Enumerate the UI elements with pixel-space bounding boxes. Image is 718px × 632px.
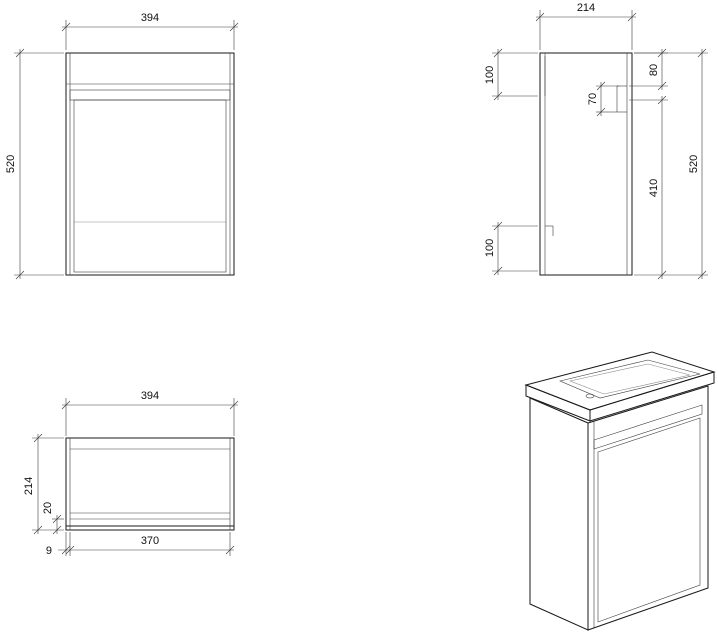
side-depth-label: 214 [577, 2, 595, 14]
plan-view: 394 214 20 9 370 [23, 390, 239, 557]
side-mid-tick-top [657, 95, 667, 105]
front-width-tick-right [229, 22, 239, 32]
cabinet-handle-slot [593, 404, 703, 450]
side-small-gap-label: 70 [587, 93, 599, 105]
side-height-tick-top [697, 48, 707, 58]
side-top-offset-tick-top [493, 48, 503, 58]
front-height-tick-bottom [15, 270, 25, 280]
front-height-label: 520 [5, 155, 17, 173]
plan-side-tick-right [65, 545, 75, 555]
plan-edge-label: 20 [42, 502, 54, 514]
front-view: 394 520 [5, 12, 239, 280]
plan-width-label: 394 [141, 390, 159, 402]
side-bottom-offset-tick-top [493, 221, 503, 231]
basin-left-edge [525, 384, 591, 422]
side-small-gap-tick-top [596, 81, 606, 91]
front-height-tick-top [15, 48, 25, 58]
plan-width-tick-right [229, 400, 239, 410]
cabinet-door [597, 417, 701, 623]
side-height-label: 520 [688, 155, 700, 173]
front-width-label: 394 [141, 12, 159, 24]
front-cabinet-outline [65, 52, 235, 276]
cabinet-side-panel [529, 397, 589, 631]
side-bottom-offset-label: 100 [484, 239, 496, 257]
basin-drain [585, 393, 595, 399]
side-mid-tick-bottom [657, 270, 667, 280]
front-door [73, 99, 227, 273]
side-depth-tick-left [535, 12, 545, 22]
side-cabinet-outline [539, 52, 633, 276]
plan-depth-tick-top [33, 433, 43, 443]
side-top-offset-label: 100 [484, 66, 496, 84]
side-bottom-offset-tick-bottom [493, 266, 503, 276]
side-top-offset-tick-bottom [493, 91, 503, 101]
front-handle-slot [69, 89, 231, 101]
side-mid-label: 410 [648, 179, 660, 197]
plan-side-tick-left [61, 545, 71, 555]
plan-inner-tick-right [225, 545, 235, 555]
plan-side-label: 9 [46, 545, 52, 557]
cabinet-front-panel [587, 385, 709, 631]
plan-depth-tick-bottom [33, 525, 43, 535]
side-right-top-label: 80 [648, 64, 660, 76]
basin-bowl-rim [559, 359, 701, 399]
side-right-top-tick-bottom [657, 81, 667, 91]
side-depth-tick-right [627, 12, 637, 22]
plan-width-tick-left [61, 400, 71, 410]
side-height-tick-bottom [697, 270, 707, 280]
basin-front-edge [589, 371, 715, 422]
side-view: 214 100 100 70 80 410 [484, 2, 708, 280]
plan-edge-tick-bottom [52, 525, 62, 535]
perspective-view [524, 351, 716, 631]
front-width-tick-left [61, 22, 71, 32]
side-small-gap-tick-bottom [596, 107, 606, 117]
plan-outline [65, 437, 235, 531]
plan-edge-tick-top [52, 514, 62, 524]
plan-inner-width-label: 370 [141, 535, 159, 547]
plan-depth-label: 214 [23, 477, 35, 495]
basin-bowl-inner [568, 363, 691, 395]
